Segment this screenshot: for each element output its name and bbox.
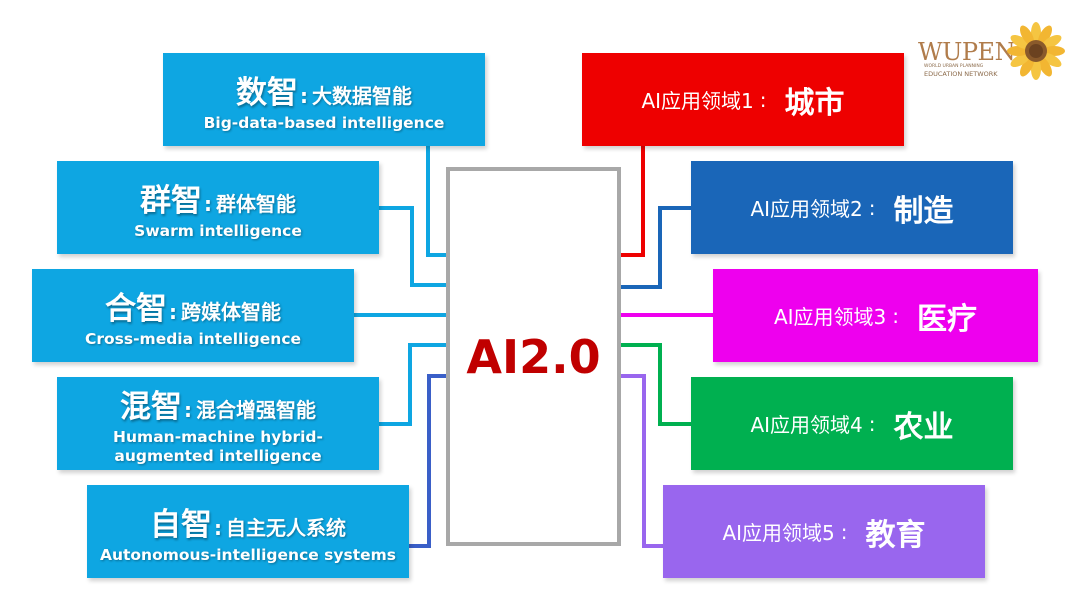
right-2-value: 制造 bbox=[893, 193, 954, 229]
right-1-colon: : bbox=[759, 87, 767, 112]
right-2-colon: : bbox=[868, 195, 876, 220]
sunflower-icon bbox=[1007, 22, 1065, 80]
connector-right-4 bbox=[621, 343, 691, 426]
left-3-colon: : bbox=[169, 299, 177, 324]
left-box-big-data: 数智 : 大数据智能 Big-data-based intelligence bbox=[163, 53, 485, 146]
left-5-title: 自智 bbox=[150, 506, 212, 543]
left-box-autonomous: 自智 : 自主无人系统 Autonomous-intelligence syst… bbox=[87, 485, 409, 578]
left-5-subtitle: 自主无人系统 bbox=[226, 515, 346, 540]
left-4-subtitle: 混合增强智能 bbox=[196, 398, 316, 422]
right-box-manufacturing: AI应用领域2 : 制造 bbox=[691, 161, 1013, 254]
connector-right-5 bbox=[621, 374, 663, 548]
connector-right-1 bbox=[621, 146, 645, 257]
wupen-logo: WUPEN WORLD URBAN PLANNING EDUCATION NET… bbox=[918, 20, 1068, 82]
right-1-label: AI应用领域1 bbox=[641, 89, 754, 113]
right-box-education: AI应用领域5 : 教育 bbox=[663, 485, 985, 578]
connector-left-1 bbox=[426, 146, 446, 257]
left-box-cross-media: 合智 : 跨媒体智能 Cross-media intelligence bbox=[32, 269, 354, 362]
left-3-subtitle: 跨媒体智能 bbox=[181, 299, 281, 324]
connector-left-5 bbox=[409, 374, 446, 548]
right-5-value: 教育 bbox=[865, 517, 926, 553]
left-2-subtitle: 群体智能 bbox=[216, 191, 296, 216]
right-3-value: 医疗 bbox=[917, 301, 978, 337]
logo-subtitle-1: WORLD URBAN PLANNING bbox=[924, 64, 984, 69]
right-2-label: AI应用领域2 bbox=[750, 197, 863, 221]
left-1-colon: : bbox=[300, 83, 308, 108]
right-3-label: AI应用领域3 bbox=[773, 305, 887, 329]
left-1-title: 数智 bbox=[236, 74, 298, 111]
right-4-value: 农业 bbox=[893, 409, 954, 445]
left-2-title: 群智 bbox=[140, 182, 202, 219]
connector-left-2 bbox=[379, 206, 446, 287]
left-5-english: Autonomous-intelligence systems bbox=[99, 545, 397, 564]
connector-right-2 bbox=[621, 206, 691, 289]
right-1-value: 城市 bbox=[784, 85, 845, 121]
logo-subtitle-2: EDUCATION NETWORK bbox=[924, 70, 998, 78]
right-box-medical: AI应用领域3 : 医疗 bbox=[713, 269, 1038, 362]
left-4-title: 混智 bbox=[120, 389, 182, 425]
left-3-english: Cross-media intelligence bbox=[84, 329, 302, 348]
left-box-swarm: 群智 : 群体智能 Swarm intelligence bbox=[57, 161, 379, 254]
right-4-colon: : bbox=[868, 411, 876, 436]
left-3-title: 合智 bbox=[105, 290, 167, 327]
right-box-agriculture: AI应用领域4 : 农业 bbox=[691, 377, 1013, 470]
left-box-hybrid: 混智 : 混合增强智能 Human-machine hybrid-augment… bbox=[57, 377, 379, 470]
right-5-colon: : bbox=[840, 519, 848, 544]
left-5-colon: : bbox=[214, 515, 222, 540]
left-1-english: Big-data-based intelligence bbox=[203, 113, 445, 132]
center-box: AI2.0 bbox=[446, 167, 621, 546]
left-1-subtitle: 大数据智能 bbox=[312, 83, 412, 108]
logo-name: WUPEN bbox=[918, 38, 1016, 66]
right-3-colon: : bbox=[892, 303, 900, 328]
left-2-colon: : bbox=[204, 191, 212, 216]
left-4-colon: : bbox=[184, 398, 192, 422]
left-4-english: Human-machine hybrid-augmented intellige… bbox=[113, 428, 323, 465]
center-label: AI2.0 bbox=[466, 329, 601, 384]
right-box-city: AI应用领域1 : 城市 bbox=[582, 53, 904, 146]
right-4-label: AI应用领域4 bbox=[750, 413, 863, 437]
connector-left-4 bbox=[379, 343, 446, 426]
left-2-english: Swarm intelligence bbox=[134, 221, 302, 240]
right-5-label: AI应用领域5 bbox=[722, 521, 835, 545]
